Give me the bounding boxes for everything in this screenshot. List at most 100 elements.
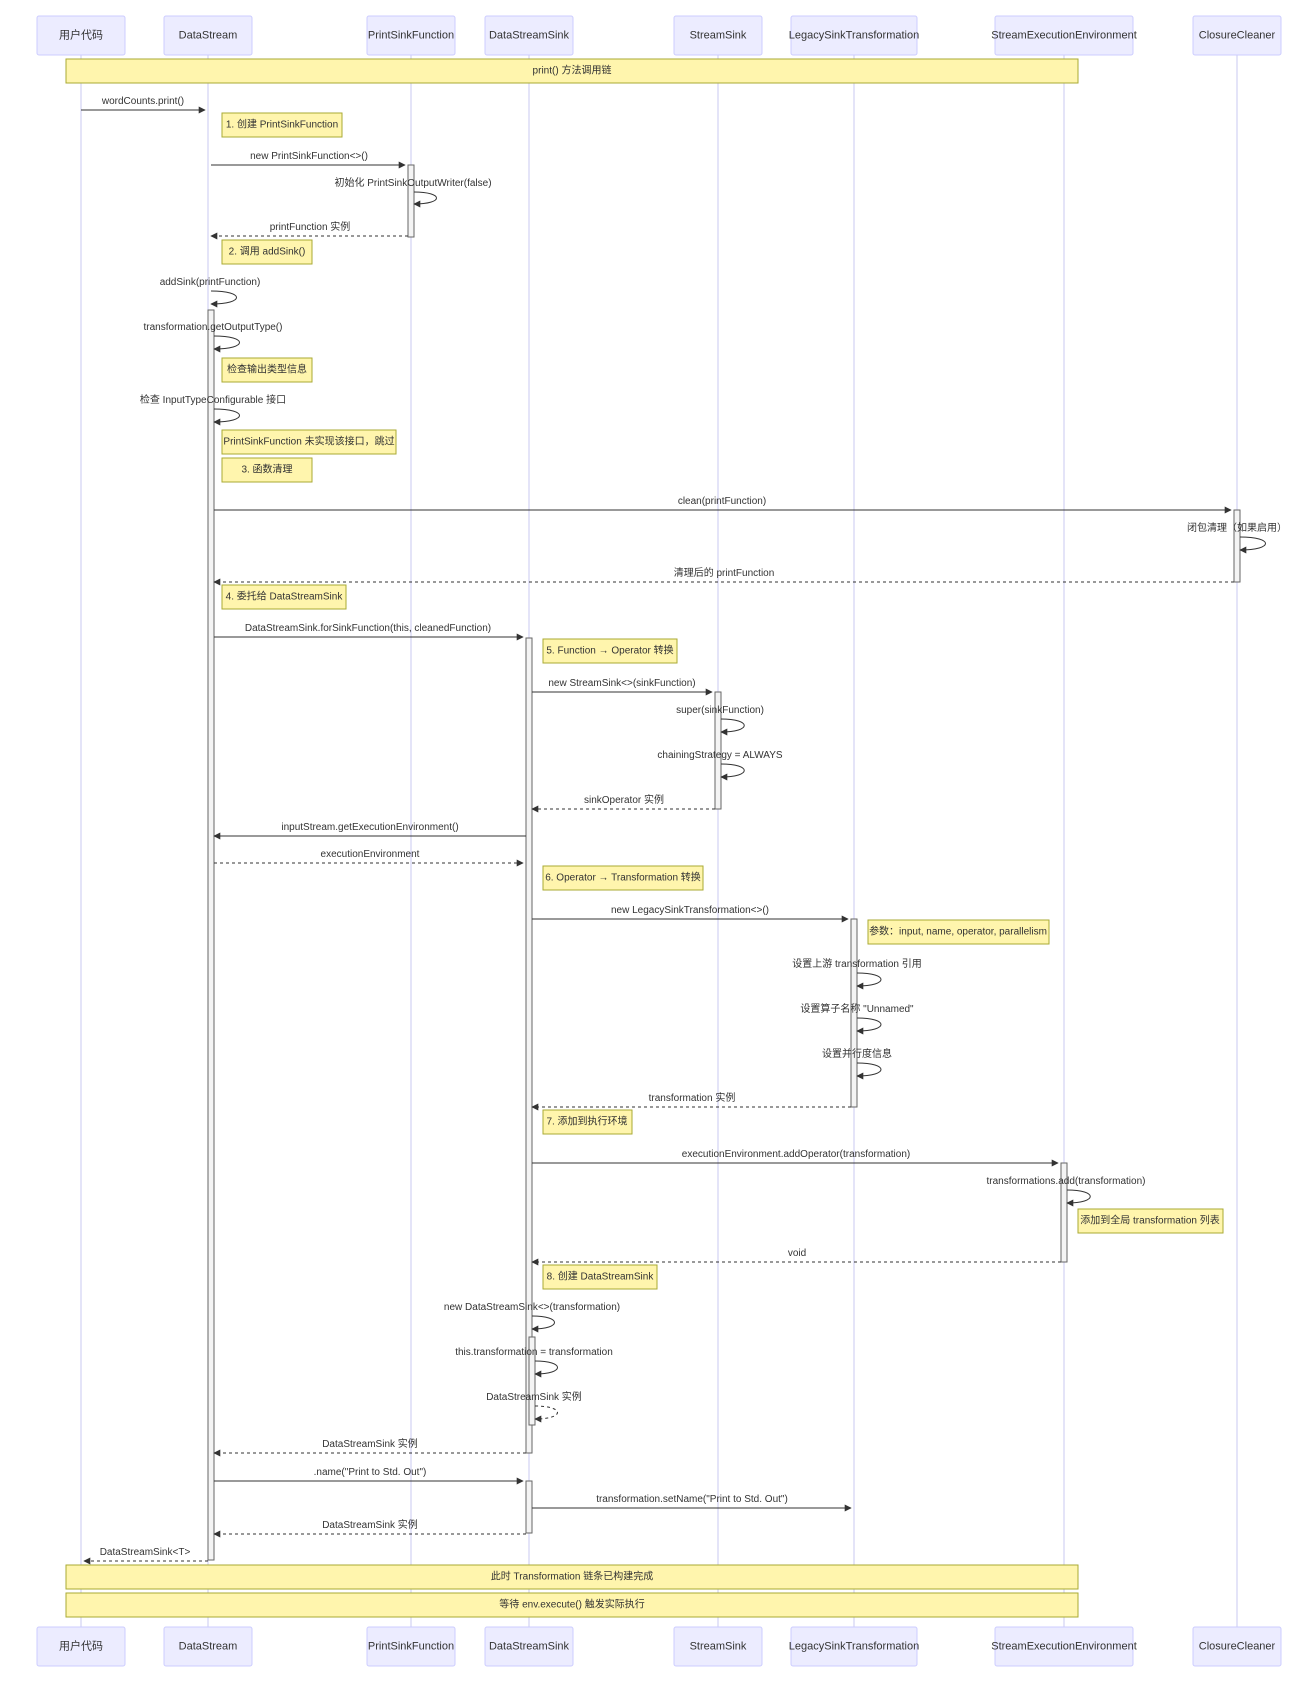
note-step-4: 4. 委托给 DataStreamSink (221, 584, 347, 610)
message-label: super(sinkFunction) (676, 705, 764, 716)
actor-label: StreamExecutionEnvironment (991, 29, 1137, 41)
note-text: 8. 创建 DataStreamSink (547, 1270, 655, 1283)
message-label: void (788, 1248, 806, 1259)
message-label: clean(printFunction) (678, 496, 766, 507)
message-label: this.transformation = transformation (455, 1347, 613, 1358)
message-label: executionEnvironment.addOperator(transfo… (682, 1149, 910, 1160)
message-arrow (210, 290, 237, 308)
activation-streamexecutionenvironment (1060, 1162, 1068, 1263)
message-label: inputStream.getExecutionEnvironment() (281, 822, 458, 833)
actor-label: PrintSinkFunction (368, 29, 454, 41)
actor-label: StreamSink (690, 1640, 747, 1652)
activation-closurecleaner (1233, 509, 1241, 583)
note-text: 7. 添加到执行环境 (546, 1115, 627, 1128)
note-text: PrintSinkFunction 未实现该接口，跳过 (223, 435, 394, 448)
activation-legacysinktransformation (850, 918, 858, 1108)
message-label: chainingStrategy = ALWAYS (657, 750, 782, 761)
activation-printsinkfunction (407, 164, 415, 238)
actor-label: DataStreamSink (489, 1640, 570, 1652)
message-label: 设置上游 transformation 引用 (792, 957, 921, 970)
message-arrow (1066, 1189, 1091, 1207)
notes: print() 方法调用链 1. 创建 PrintSinkFunction 2.… (65, 58, 1224, 1618)
actor-label: LegacySinkTransformation (789, 1640, 919, 1652)
note-text: 5. Function → Operator 转换 (546, 644, 673, 657)
actor-datastreamsink-bottom: DataStreamSink (484, 1626, 574, 1667)
note-step-8: 8. 创建 DataStreamSink (542, 1264, 658, 1290)
message-label: transformations.add(transformation) (987, 1176, 1146, 1187)
actor-label: 用户代码 (59, 1638, 103, 1652)
actor-closurecleaner-top: ClosureCleaner (1192, 15, 1282, 56)
note-step-5: 5. Function → Operator 转换 (542, 638, 678, 664)
activation-datastreamsink-main (525, 637, 533, 1454)
actor-streamsink-bottom: StreamSink (673, 1626, 763, 1667)
message-label: transformation.setName("Print to Std. Ou… (596, 1494, 788, 1505)
note-text: 参数：input, name, operator, parallelism (869, 925, 1047, 938)
note-chain-complete: 此时 Transformation 链条已构建完成 (65, 1564, 1079, 1590)
activations (207, 164, 1241, 1561)
message-arrow (720, 763, 745, 781)
note-text: 添加到全局 transformation 列表 (1080, 1214, 1219, 1227)
message-label: printFunction 实例 (270, 220, 351, 233)
actor-label: DataStream (179, 1640, 238, 1652)
actor-label: StreamExecutionEnvironment (991, 1640, 1137, 1652)
message-label: addSink(printFunction) (160, 277, 261, 288)
actor-printsinkfunction-top: PrintSinkFunction (366, 15, 456, 56)
message-label: 检查 InputTypeConfigurable 接口 (140, 393, 286, 406)
message-label: new DataStreamSink<>(transformation) (444, 1302, 620, 1313)
actor-datastream-bottom: DataStream (163, 1626, 253, 1667)
message-label: executionEnvironment (321, 849, 420, 860)
note-text: 1. 创建 PrintSinkFunction (226, 118, 338, 131)
actor-datastream-top: DataStream (163, 15, 253, 56)
message-label: DataStreamSink 实例 (322, 1518, 418, 1531)
message-arrow (531, 1315, 555, 1333)
actor-closurecleaner-bottom: ClosureCleaner (1192, 1626, 1282, 1667)
note-text: print() 方法调用链 (533, 64, 612, 77)
note-step-7: 7. 添加到执行环境 (542, 1109, 633, 1135)
message-label: wordCounts.print() (101, 96, 184, 107)
message-label: .name("Print to Std. Out") (314, 1467, 427, 1478)
actor-label: 用户代码 (59, 27, 103, 41)
note-check-output-type: 检查输出类型信息 (221, 357, 313, 383)
message-label: DataStreamSink<T> (100, 1547, 191, 1558)
note-step-1: 1. 创建 PrintSinkFunction (221, 112, 343, 138)
note-text: 4. 委托给 DataStreamSink (226, 590, 344, 603)
message-label: new LegacySinkTransformation<>() (611, 905, 769, 916)
message-arrow (413, 191, 437, 208)
lifelines (80, 55, 1238, 1627)
message-label: new PrintSinkFunction<>() (250, 151, 368, 162)
note-text: 等待 env.execute() 触发实际执行 (499, 1598, 644, 1611)
note-skip-interface: PrintSinkFunction 未实现该接口，跳过 (221, 429, 397, 455)
activation-datastream (207, 309, 215, 1561)
actor-legacysinktransformation-top: LegacySinkTransformation (789, 15, 919, 56)
activation-datastreamsink-nested (528, 1336, 536, 1426)
message-label: DataStreamSink 实例 (322, 1437, 418, 1450)
actor-streamexecutionenvironment-bottom: StreamExecutionEnvironment (991, 1626, 1137, 1667)
actor-printsinkfunction-bottom: PrintSinkFunction (366, 1626, 456, 1667)
note-step-6: 6. Operator → Transformation 转换 (542, 865, 704, 891)
actor-streamexecutionenvironment-top: StreamExecutionEnvironment (991, 15, 1137, 56)
message-label: new StreamSink<>(sinkFunction) (548, 678, 695, 689)
message-arrow (534, 1360, 558, 1378)
message-label: sinkOperator 实例 (584, 793, 664, 806)
note-text: 此时 Transformation 链条已构建完成 (491, 1570, 653, 1583)
message-arrow (720, 718, 745, 736)
activation-streamsink (714, 691, 722, 810)
note-text: 检查输出类型信息 (227, 363, 307, 376)
note-step-3: 3. 函数清理 (221, 457, 313, 483)
actors-top: 用户代码 DataStream PrintSinkFunction DataSt… (36, 15, 1282, 56)
actor-legacysinktransformation-bottom: LegacySinkTransformation (789, 1626, 919, 1667)
message-arrow (534, 1405, 558, 1423)
note-text: 6. Operator → Transformation 转换 (545, 871, 701, 884)
message-arrow (213, 408, 240, 426)
message-arrow (856, 972, 882, 990)
message-arrow (856, 1017, 882, 1035)
actor-label: ClosureCleaner (1199, 1640, 1276, 1652)
actor-label: LegacySinkTransformation (789, 29, 919, 41)
message-label: 清理后的 printFunction (674, 566, 775, 579)
message-label: transformation 实例 (649, 1091, 736, 1104)
actor-datastreamsink-top: DataStreamSink (484, 15, 574, 56)
actor-label: DataStream (179, 29, 238, 41)
note-add-global: 添加到全局 transformation 列表 (1077, 1208, 1224, 1234)
message-label: DataStreamSink 实例 (486, 1390, 582, 1403)
message-label: 设置并行度信息 (822, 1047, 892, 1060)
